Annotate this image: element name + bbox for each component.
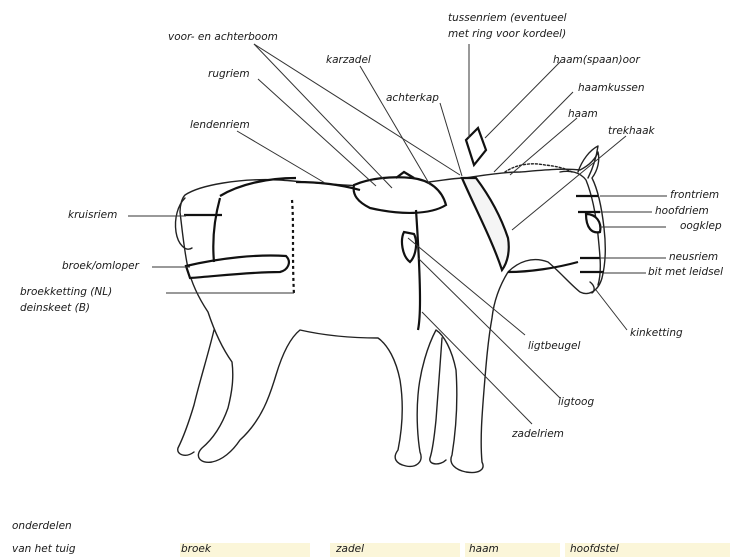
footer-zadel: zadel xyxy=(336,543,364,556)
footer-haam: haam xyxy=(469,543,499,556)
leader-haam xyxy=(510,118,577,175)
label-broek-omloper: broek/omloper xyxy=(62,260,139,273)
footer-onderdelen-line2: van het tuig xyxy=(12,543,76,556)
leader-achterkap xyxy=(440,103,462,176)
label-haamkussen: haamkussen xyxy=(578,82,645,95)
leader-voor-achterboom xyxy=(254,44,392,188)
karzadel-shape xyxy=(354,177,446,213)
label-oogklep: oogklep xyxy=(680,220,722,233)
label-lendenriem: lendenriem xyxy=(190,119,250,132)
horse-front-far-leg xyxy=(430,338,446,464)
broekketting-chain xyxy=(292,200,294,295)
label-bit-leidsel: bit met leidsel xyxy=(648,266,723,279)
label-ligtoog: ligtoog xyxy=(558,396,594,409)
haam-collar xyxy=(462,178,509,270)
label-frontriem: frontriem xyxy=(670,189,719,202)
label-achterkap: achterkap xyxy=(386,92,439,105)
leader-karzadel xyxy=(360,66,430,185)
label-kruisriem: kruisriem xyxy=(68,209,117,222)
label-trekhaak: trekhaak xyxy=(608,125,655,138)
leader-zadelriem xyxy=(422,312,532,424)
broek-omloper-shape xyxy=(186,255,289,278)
label-hoofdriem: hoofdriem xyxy=(655,205,709,218)
leader-lendenriem xyxy=(237,131,325,183)
label-tussenriem-line1: tussenriem (eventueel xyxy=(448,12,567,25)
leader-trekhaak xyxy=(512,136,626,230)
ligtbeugel-shape xyxy=(402,232,416,262)
label-rugriem: rugriem xyxy=(208,68,250,81)
label-zadelriem: zadelriem xyxy=(512,428,564,441)
oogklep-shape xyxy=(586,214,600,232)
horse-rear-far-leg xyxy=(178,330,214,455)
label-karzadel: karzadel xyxy=(326,54,371,67)
label-neusriem: neusriem xyxy=(669,251,718,264)
label-haam: haam xyxy=(568,108,598,121)
label-voor-achterboom: voor- en achterboom xyxy=(168,31,278,44)
label-tussenriem-line2: met ring voor kordeel) xyxy=(448,28,566,41)
label-broekketting-line2: deinskeet (B) xyxy=(20,302,90,315)
leader-rugriem xyxy=(258,79,376,186)
zadelriem-shape xyxy=(416,210,420,330)
leader-haamspaanoor xyxy=(485,62,560,138)
leader-kinketting xyxy=(596,290,627,330)
label-ligtbeugel: ligtbeugel xyxy=(528,340,580,353)
label-broekketting-line1: broekketting (NL) xyxy=(20,286,112,299)
footer-onderdelen-line1: onderdelen xyxy=(12,520,72,533)
label-haamspaanoor: haam(spaan)oor xyxy=(553,54,640,67)
footer-broek: broek xyxy=(181,543,211,556)
label-kinketting: kinketting xyxy=(630,327,683,340)
footer-hoofdstel: hoofdstel xyxy=(570,543,619,556)
